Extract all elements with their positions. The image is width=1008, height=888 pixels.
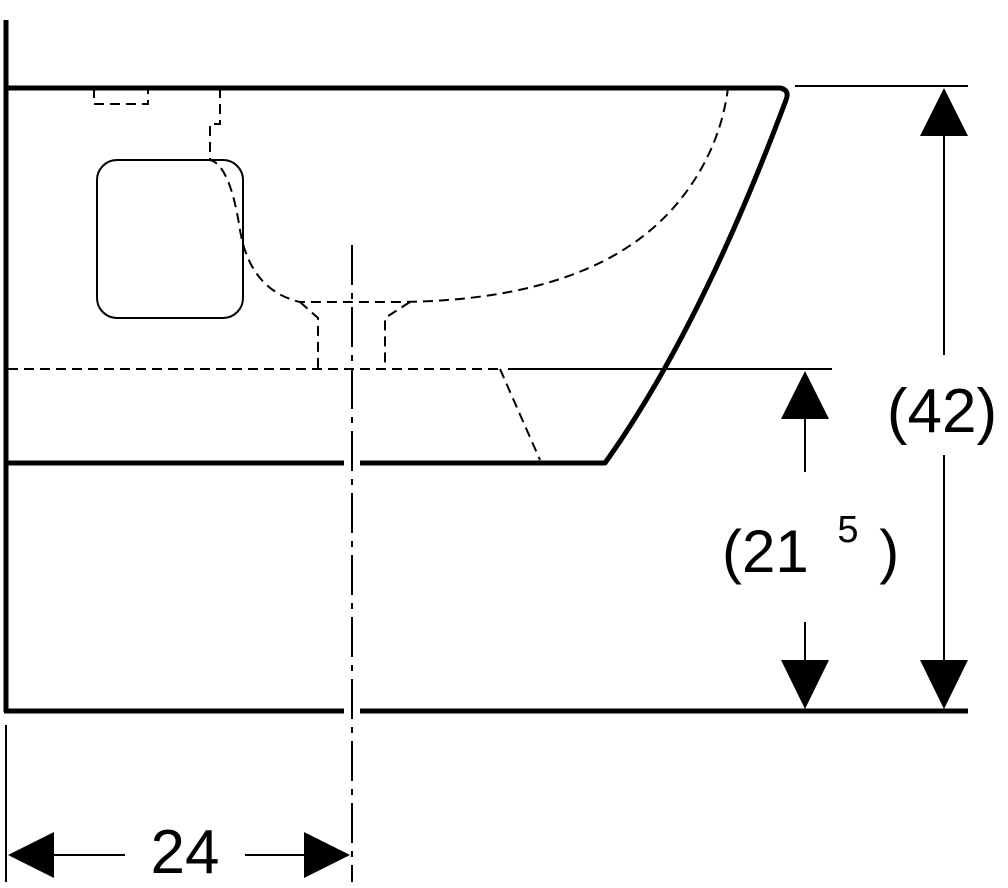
dim-axis-distance-arrow-left xyxy=(8,832,54,878)
dim-total-height-arrow-bottom xyxy=(920,660,968,709)
outlet-right-hidden xyxy=(384,301,411,368)
dim-inlet-height-close: ) xyxy=(879,518,899,585)
top-overflow-hidden xyxy=(93,88,149,105)
dim-total-height-label: (42) xyxy=(887,377,997,446)
bowl-hidden-contour xyxy=(209,87,729,303)
outlet-left-hidden xyxy=(299,301,319,368)
dim-inlet-height-label: (21 5 ) xyxy=(722,488,899,585)
dim-total-height-arrow-top xyxy=(920,88,968,136)
dim-inlet-height-arrow-top xyxy=(781,371,829,419)
dim-inlet-height-arrow-bottom xyxy=(781,660,829,709)
dim-inlet-height-sup: 5 xyxy=(837,509,858,551)
dim-axis-distance-label: 24 xyxy=(151,818,220,887)
bidet-outline xyxy=(6,85,790,466)
diagonal-hidden-line xyxy=(499,368,541,461)
mounting-bracket xyxy=(96,159,244,319)
dim-inlet-height-main: (21 xyxy=(722,518,809,585)
dim-axis-distance-arrow-right xyxy=(304,832,350,878)
